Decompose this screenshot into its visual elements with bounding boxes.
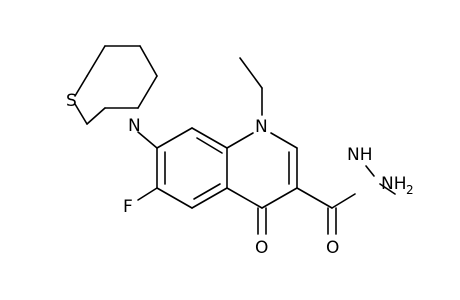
bond [331, 193, 356, 209]
bond [74, 75, 88, 97]
amide-nh-label: NH [347, 145, 373, 165]
ring-nitrogen-label: N [255, 117, 268, 137]
thiomorpholine-ring [74, 45, 158, 125]
terminal-nh2-label: NH [381, 174, 407, 194]
amide-oxygen-label: O [326, 238, 339, 258]
bond [239, 57, 263, 89]
bond [86, 45, 106, 77]
bond [196, 137, 223, 154]
bond [365, 165, 375, 177]
bond [86, 107, 106, 125]
pyridone-ring [226, 132, 298, 209]
bond [137, 75, 158, 109]
bond [226, 132, 254, 149]
bond [137, 131, 158, 149]
bond [191, 127, 228, 149]
bond [261, 187, 298, 209]
ketone-oxygen-label: O [255, 238, 268, 258]
bond [137, 187, 158, 201]
morpholine-nitrogen-label: N [128, 116, 141, 136]
nh2-subscript: 2 [406, 183, 414, 197]
bond [74, 103, 88, 125]
bond [156, 187, 193, 209]
bond [270, 132, 298, 149]
bond [296, 187, 333, 209]
bond [226, 187, 263, 209]
fluorine-atom-label: F [123, 197, 133, 217]
bond [379, 183, 396, 195]
sulfur-atom-label: S [66, 91, 77, 111]
bond [193, 183, 221, 200]
bond [156, 127, 193, 149]
benzene-ring [156, 127, 228, 209]
bond [191, 187, 228, 209]
bond [139, 45, 158, 77]
